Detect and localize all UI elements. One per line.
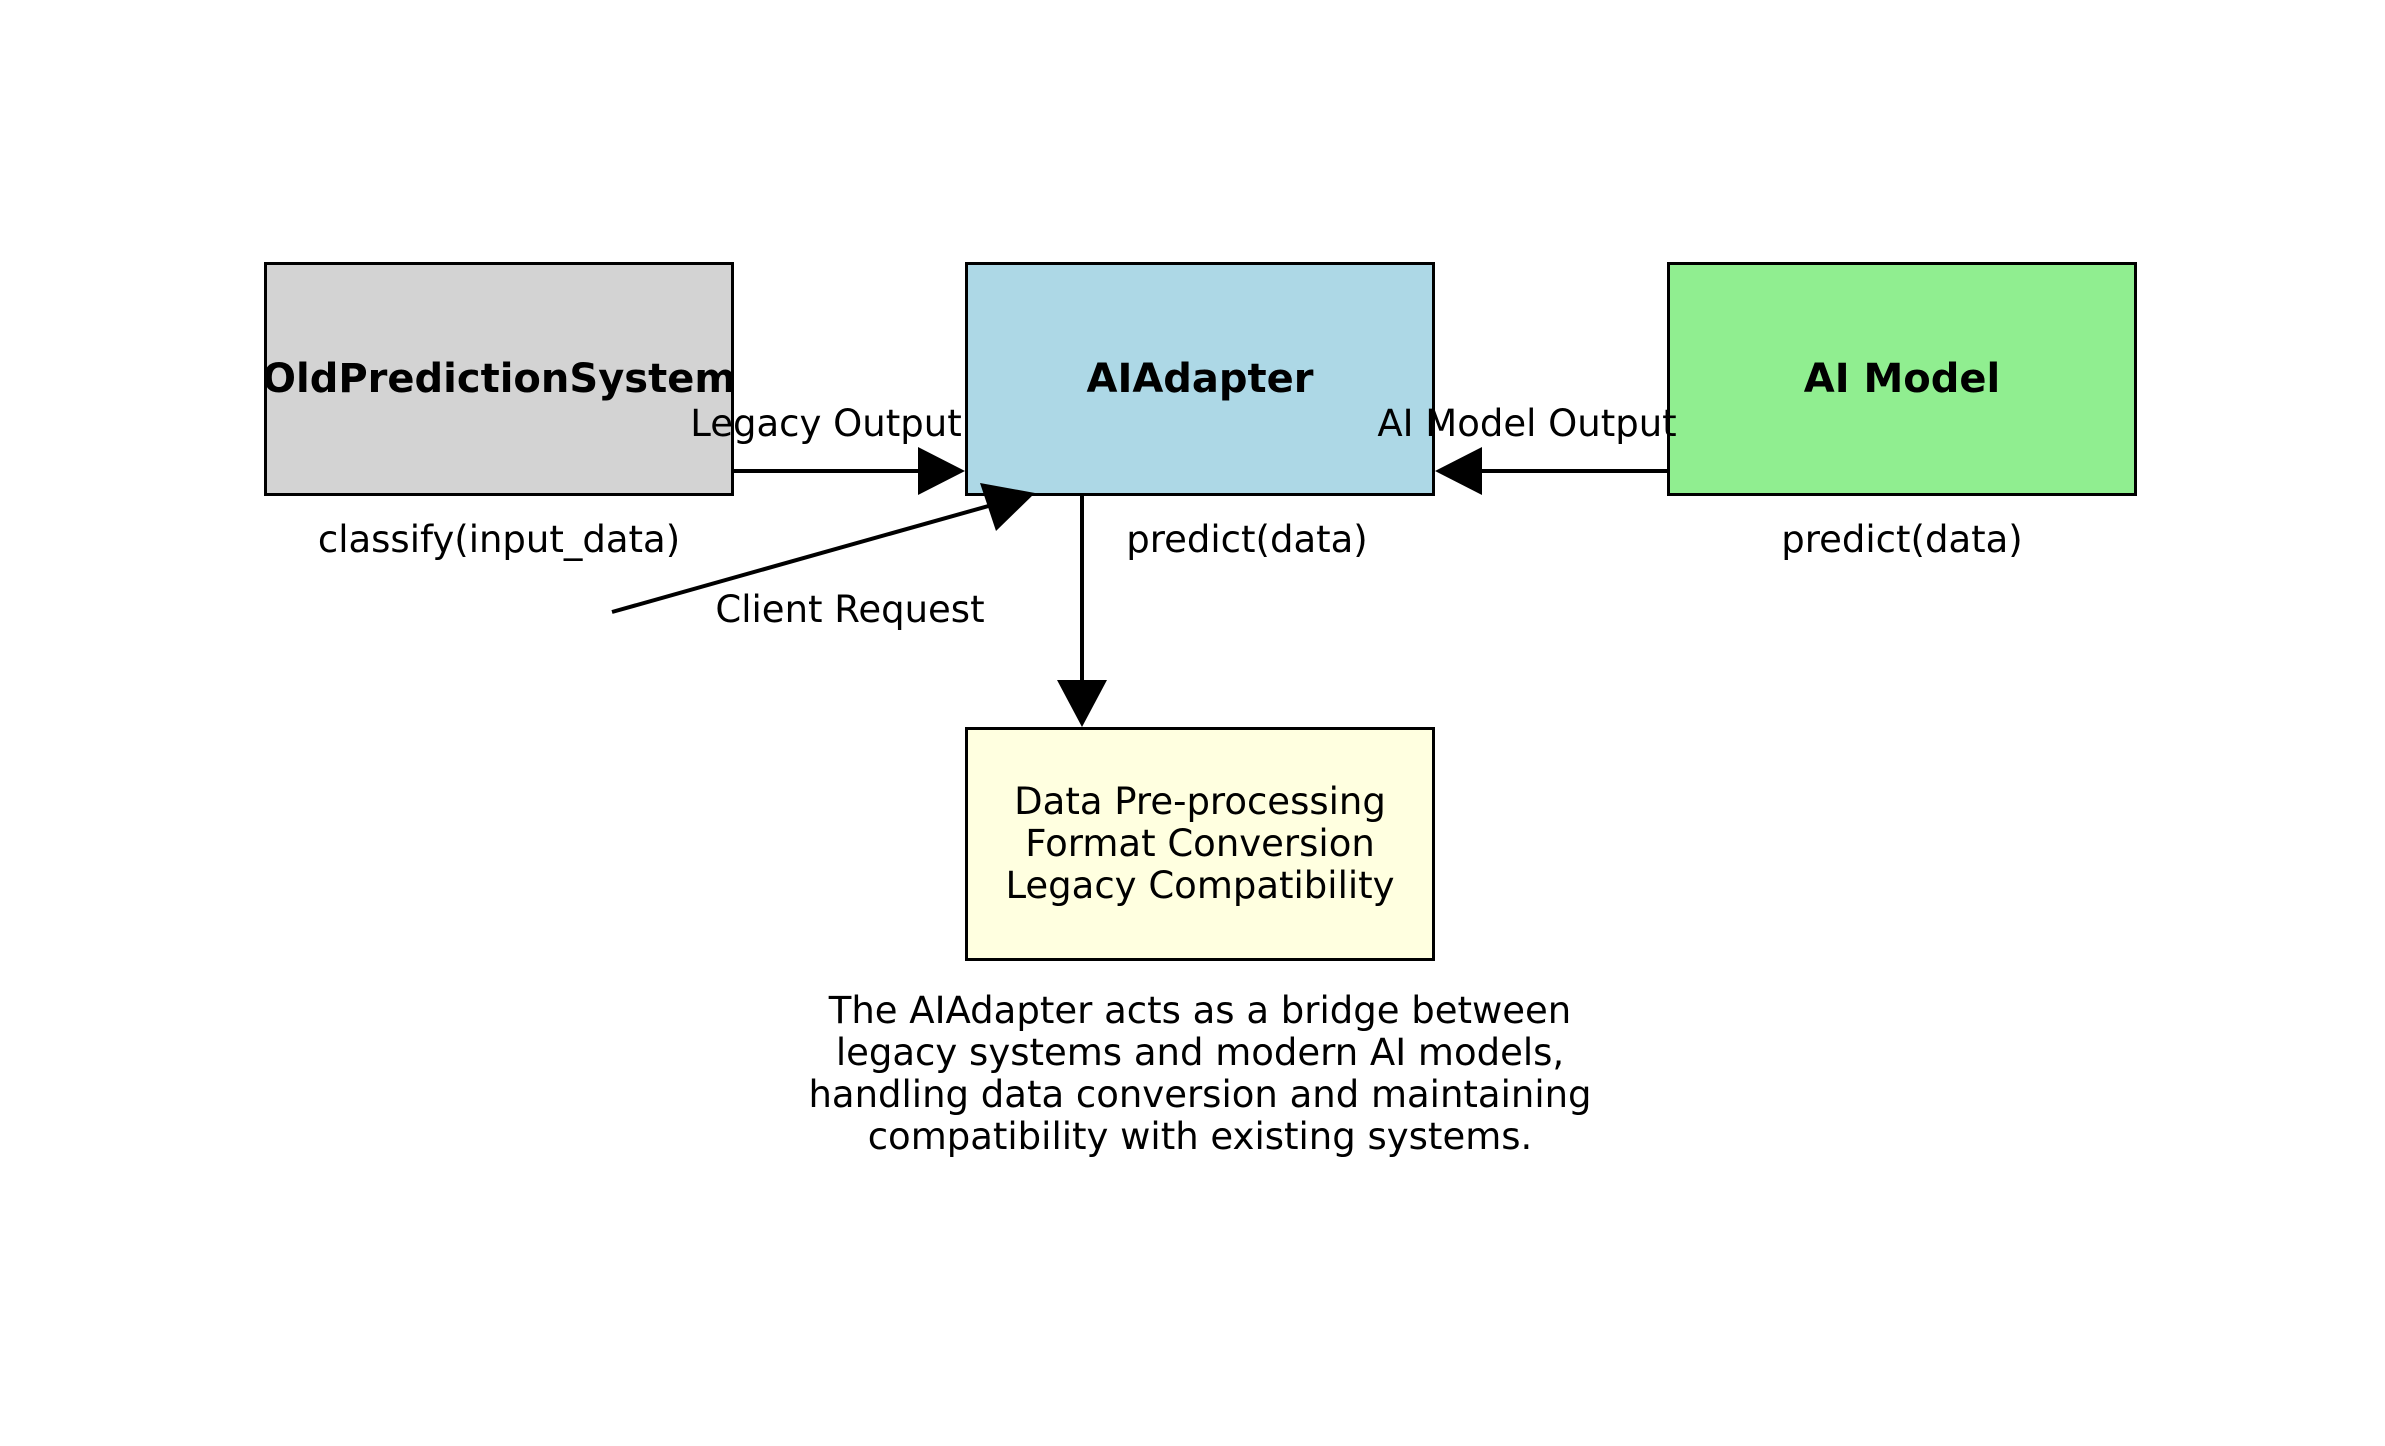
ai-adapter-title: AIAdapter	[1086, 356, 1314, 402]
preprocessing-line-1: Data Pre-processing	[1014, 780, 1386, 823]
preprocessing-line-3: Legacy Compatibility	[1005, 864, 1395, 907]
client-request-arrow	[611, 483, 1035, 614]
caption-line-1: The AIAdapter acts as a bridge between	[828, 989, 1572, 1032]
preprocessing-arrow	[1057, 496, 1107, 727]
caption-line-4: compatibility with existing systems.	[867, 1115, 1533, 1158]
old-system-method-label: classify(input_data)	[317, 518, 681, 561]
diagram-caption: The AIAdapter acts as a bridge between l…	[808, 990, 1591, 1158]
old-prediction-system-title: OldPredictionSystem	[262, 356, 736, 402]
preprocessing-box: Data Pre-processing Format Conversion Le…	[965, 727, 1435, 961]
caption-line-3: handling data conversion and maintaining	[808, 1073, 1592, 1116]
ai-model-output-label: AI Model Output	[1377, 402, 1677, 445]
legacy-output-label: Legacy Output	[690, 402, 962, 445]
legacy-output-arrow	[734, 447, 965, 495]
old-prediction-system-box: OldPredictionSystem	[262, 262, 736, 496]
ai-model-title: AI Model	[1803, 356, 2001, 402]
client-request-label: Client Request	[715, 588, 985, 631]
ai-model-box: AI Model	[1667, 262, 2137, 496]
ai-adapter-box: AIAdapter	[965, 262, 1435, 496]
preprocessing-line-2: Format Conversion	[1025, 822, 1375, 865]
ai-model-method-label: predict(data)	[1781, 518, 2023, 561]
ai-model-output-arrow	[1435, 447, 1667, 495]
caption-line-2: legacy systems and modern AI models,	[835, 1031, 1565, 1074]
adapter-method-label: predict(data)	[1126, 518, 1368, 561]
